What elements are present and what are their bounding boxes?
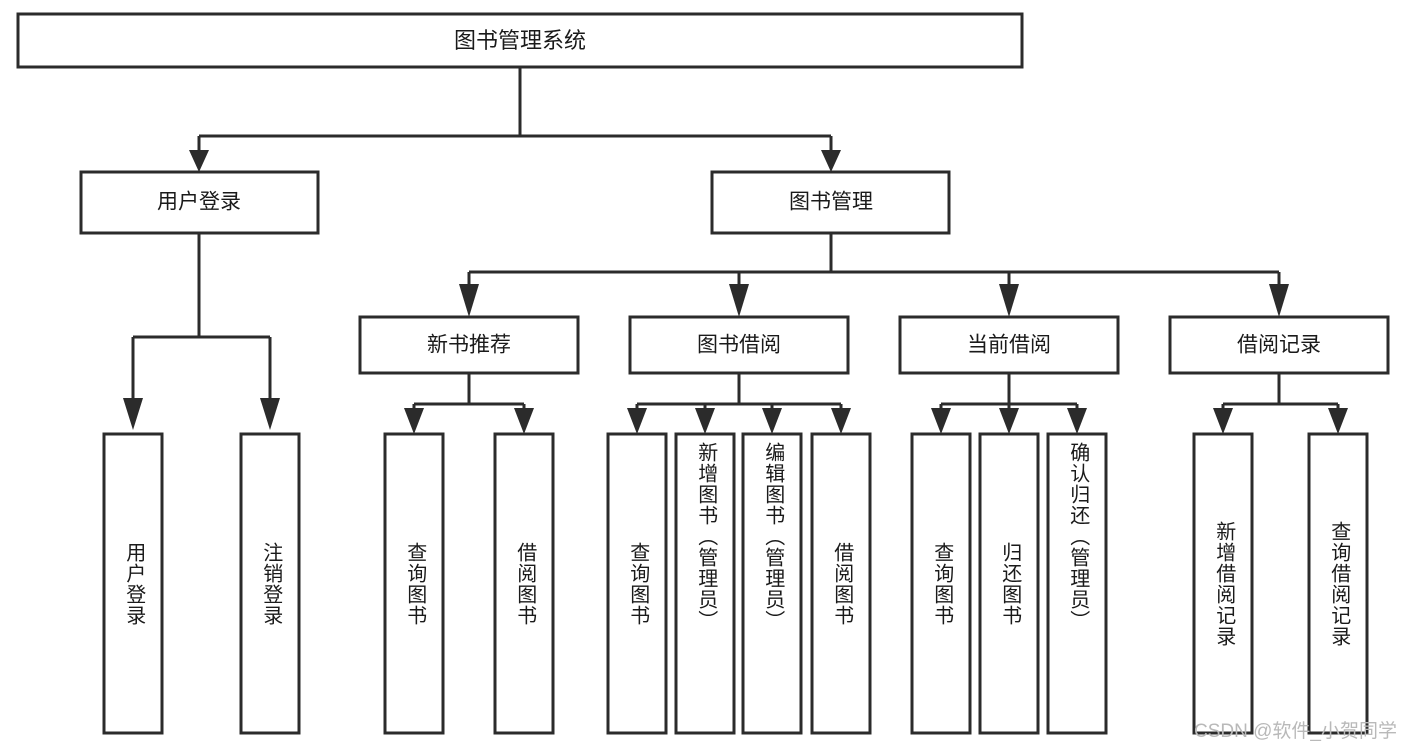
- arrow-head-leaf-return-book: [999, 408, 1019, 434]
- arrow-head-leaf-query-book-cur: [931, 408, 951, 434]
- node-book-borrow[interactable]: 图书借阅: [628, 315, 850, 375]
- arrow-head-user-login: [189, 150, 209, 172]
- arrow-head-leaf-query-book-borrow: [627, 408, 647, 434]
- node-leaf-query-borrow-record-box[interactable]: [1307, 432, 1369, 735]
- node-user-login-label: 用户登录: [157, 191, 241, 214]
- node-leaf-add-borrow-record-box[interactable]: [1192, 432, 1254, 735]
- node-current-borrow-box[interactable]: [898, 315, 1120, 375]
- arrow-head-leaf-user-login: [123, 398, 143, 430]
- node-current-borrow-label: 当前借阅: [967, 334, 1051, 357]
- node-book-manage-box[interactable]: [710, 170, 951, 235]
- node-leaf-edit-book-admin-box[interactable]: [741, 432, 803, 735]
- arrow-head-leaf-confirm-return-admin: [1067, 408, 1087, 434]
- arrow-head-leaf-query-borrow-record: [1328, 408, 1348, 434]
- node-leaf-query-book-cur-box[interactable]: [910, 432, 972, 735]
- node-root[interactable]: 图书管理系统: [16, 12, 1024, 69]
- node-borrow-record[interactable]: 借阅记录: [1168, 315, 1390, 375]
- node-leaf-confirm-return-admin-box[interactable]: [1046, 432, 1108, 735]
- arrow-head-book-manage: [821, 150, 841, 172]
- node-leaf-borrow-book-rec-box[interactable]: [493, 432, 555, 735]
- arrow-head-current-borrow: [999, 284, 1019, 317]
- node-current-borrow[interactable]: 当前借阅: [898, 315, 1120, 375]
- node-book-borrow-label: 图书借阅: [697, 334, 781, 357]
- node-book-manage-label: 图书管理: [789, 191, 873, 214]
- node-leaf-user-login-box[interactable]: [102, 432, 164, 735]
- node-borrow-record-label: 借阅记录: [1237, 334, 1321, 357]
- node-user-login[interactable]: 用户登录: [79, 170, 320, 235]
- node-user-login-box[interactable]: [79, 170, 320, 235]
- node-book-borrow-box[interactable]: [628, 315, 850, 375]
- arrow-head-leaf-borrow-book-rec: [514, 408, 534, 434]
- arrow-head-leaf-logout-login: [260, 398, 280, 430]
- arrow-head-leaf-borrow-book: [831, 408, 851, 434]
- node-leaf-return-book-box[interactable]: [978, 432, 1040, 735]
- node-new-book-rec[interactable]: 新书推荐: [358, 315, 580, 375]
- node-leaf-add-book-admin-box[interactable]: [674, 432, 736, 735]
- arrow-head-book-borrow: [729, 284, 749, 317]
- arrow-head-leaf-add-book-admin: [695, 408, 715, 434]
- connector-group: [123, 67, 1348, 434]
- node-book-manage[interactable]: 图书管理: [710, 170, 951, 235]
- node-root-label: 图书管理系统: [454, 28, 586, 53]
- node-borrow-record-box[interactable]: [1168, 315, 1390, 375]
- arrow-head-leaf-add-borrow-record: [1213, 408, 1233, 434]
- arrow-head-leaf-query-book-rec: [404, 408, 424, 434]
- node-new-book-rec-label: 新书推荐: [427, 334, 511, 357]
- csdn-watermark: CSDN @软件_小贺同学: [1194, 721, 1397, 742]
- node-leaf-borrow-book-box[interactable]: [810, 432, 872, 735]
- node-leaf-query-book-borrow-box[interactable]: [606, 432, 668, 735]
- arrow-head-leaf-edit-book-admin: [762, 408, 782, 434]
- node-root-box[interactable]: [16, 12, 1024, 69]
- node-leaf-logout-login-box[interactable]: [239, 432, 301, 735]
- arrow-head-borrow-record: [1269, 284, 1289, 317]
- arrow-head-new-book-rec: [459, 284, 479, 317]
- node-new-book-rec-box[interactable]: [358, 315, 580, 375]
- node-leaf-query-book-rec-box[interactable]: [383, 432, 445, 735]
